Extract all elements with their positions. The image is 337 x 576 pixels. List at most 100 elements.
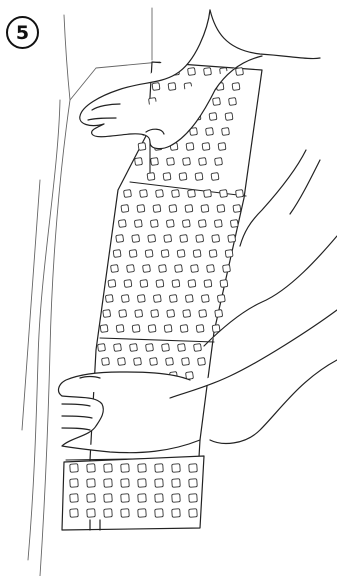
tile-cell: [140, 280, 148, 288]
tile-cell: [127, 265, 135, 273]
tile-cell: [138, 509, 147, 518]
tile-cell: [70, 494, 79, 503]
tile-cell: [134, 220, 142, 228]
tile-cell: [167, 158, 175, 166]
tile-cell: [70, 479, 79, 488]
tile-cell: [155, 464, 164, 473]
tile-cell: [178, 344, 186, 352]
tile-cell: [204, 280, 212, 288]
tile-cell: [152, 83, 160, 91]
tile-cell: [172, 464, 181, 473]
bottom-tile: [62, 456, 204, 530]
tile-cell: [196, 325, 204, 333]
tile-cell: [161, 250, 169, 258]
tile-cell: [129, 250, 137, 258]
tile-cell: [223, 265, 231, 273]
tile-cell: [137, 205, 145, 213]
tile-cell: [180, 325, 188, 333]
tile-cell: [230, 220, 238, 228]
tile-cell: [155, 509, 164, 518]
tile-cell: [159, 265, 167, 273]
tile-cell: [121, 205, 129, 213]
tile-cell: [156, 280, 164, 288]
tile-cell: [104, 464, 113, 473]
tile-cell: [167, 310, 175, 318]
tile-cell: [182, 358, 190, 366]
tile-cell: [188, 68, 196, 76]
tile-cell: [121, 494, 130, 503]
tile-cell: [199, 158, 207, 166]
tile-cell: [164, 235, 172, 243]
tile-cell: [220, 190, 228, 198]
tile-cell: [186, 143, 194, 151]
tile-cell: [135, 158, 143, 166]
tile-cell: [166, 220, 174, 228]
tile-cell: [229, 98, 237, 106]
tile-cell: [100, 325, 108, 333]
tile-cell: [180, 235, 188, 243]
tile-cell: [163, 173, 171, 181]
tile-cell: [87, 479, 96, 488]
tile-cell: [225, 250, 233, 258]
tile-cell: [169, 205, 177, 213]
tile-cell: [121, 464, 130, 473]
tile-cell: [191, 265, 199, 273]
tile-cell: [102, 358, 110, 366]
tile-cell: [232, 83, 240, 91]
tile-cell: [207, 265, 215, 273]
tile-cell: [196, 235, 204, 243]
tile-cell: [121, 479, 130, 488]
tile-cell: [218, 143, 226, 151]
tile-cell: [215, 310, 223, 318]
tile-cell: [118, 220, 126, 228]
tile-cell: [138, 479, 147, 488]
tile-cell: [124, 190, 132, 198]
right-arm: [240, 150, 320, 246]
tile-cell: [189, 479, 198, 488]
tile-cell: [121, 509, 130, 518]
tile-cell: [143, 265, 151, 273]
tile-cell: [233, 205, 241, 213]
tile-cell: [137, 295, 145, 303]
tile-cell: [150, 358, 158, 366]
tile-cell: [162, 344, 170, 352]
tile-cell: [189, 494, 198, 503]
tile-cell: [147, 173, 155, 181]
tile-cell: [212, 235, 220, 243]
tile-cell: [145, 250, 153, 258]
tile-cell: [118, 358, 126, 366]
tile-cell: [195, 173, 203, 181]
tile-cell: [198, 220, 206, 228]
tile-cell: [138, 494, 147, 503]
tile-cell: [104, 509, 113, 518]
tile-cell: [189, 464, 198, 473]
tile-cell: [156, 190, 164, 198]
tile-cell: [201, 295, 209, 303]
tile-cell: [172, 280, 180, 288]
tile-cell: [193, 250, 201, 258]
tile-cell: [138, 464, 147, 473]
tile-cell: [119, 310, 127, 318]
tile-cell: [179, 173, 187, 181]
tile-cell: [116, 235, 124, 243]
tile-cell: [140, 190, 148, 198]
tile-cell: [204, 190, 212, 198]
tile-cell: [215, 158, 223, 166]
tile-cell: [217, 295, 225, 303]
tile-cell: [116, 325, 124, 333]
tile-cell: [87, 494, 96, 503]
tile-cell: [228, 235, 236, 243]
tile-cell: [206, 128, 214, 136]
tile-cell: [211, 173, 219, 181]
tile-cell: [183, 310, 191, 318]
tile-cell: [185, 205, 193, 213]
tile-cell: [98, 344, 106, 352]
tile-cell: [177, 250, 185, 258]
tile-cell: [130, 344, 138, 352]
tile-cell: [104, 479, 113, 488]
tile-cell: [150, 220, 158, 228]
tile-cell: [134, 358, 142, 366]
tile-cell: [148, 235, 156, 243]
tile-cell: [220, 280, 228, 288]
tile-cell: [164, 325, 172, 333]
